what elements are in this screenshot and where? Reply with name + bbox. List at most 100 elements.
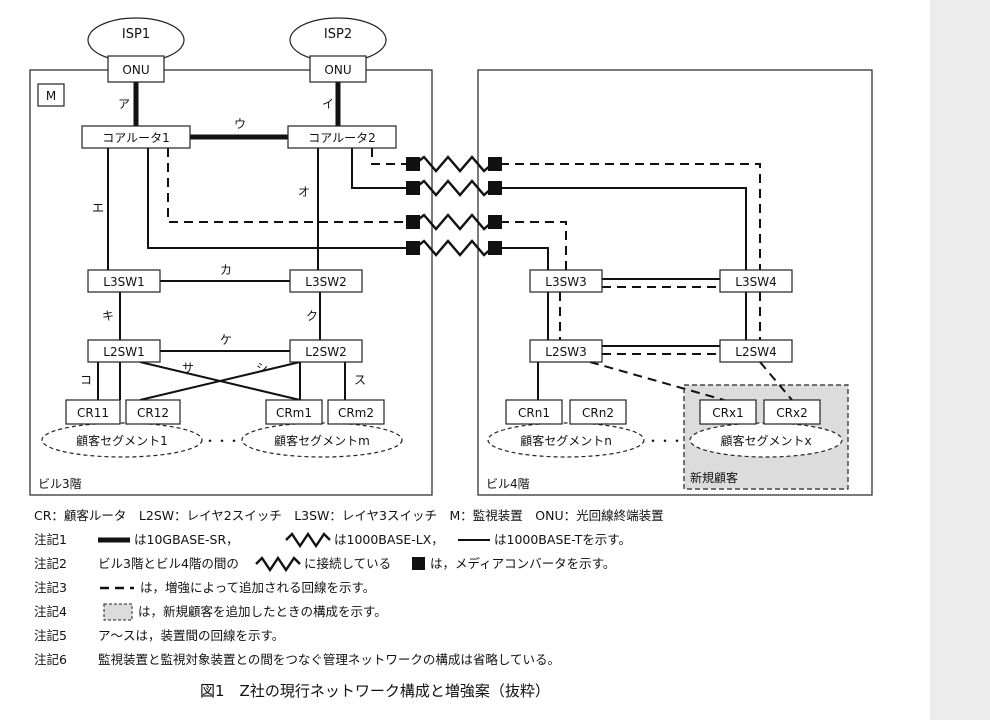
floor-4-label: ビル4階	[486, 476, 530, 491]
building-4f-frame	[477, 69, 873, 496]
segment-1-ellipse	[41, 422, 203, 458]
monitor-label: M	[46, 89, 56, 103]
crn2-box	[569, 399, 627, 425]
link-core1-l3sw3-4f	[500, 247, 549, 270]
onu-2-box	[309, 55, 367, 83]
note-1-part3: は1000BASE-Tを示す。	[494, 532, 631, 547]
line-label-a: ア	[118, 97, 130, 111]
line-shi	[139, 361, 301, 401]
line-label-ko: コ	[80, 373, 92, 387]
segment-ellipsis-4f: ・・・	[647, 434, 683, 448]
cr11-label: CR11	[77, 406, 109, 420]
core-router-2-label: コアルータ2	[308, 131, 376, 145]
cr12-box	[125, 399, 181, 425]
l2sw1-label: L2SW1	[103, 345, 144, 359]
legend-zigzag-icon	[285, 531, 331, 549]
line-label-e: エ	[92, 201, 104, 215]
l3sw2-label: L3SW2	[305, 275, 346, 289]
link-added-core2-4f	[500, 163, 761, 270]
segment-n-label: 顧客セグメントn	[520, 433, 612, 448]
lx-zigzag-3	[414, 213, 493, 231]
link-added-core1	[167, 148, 415, 223]
crm2-label: CRm2	[338, 406, 374, 420]
l2sw4-box	[719, 339, 793, 363]
l3sw4-box	[719, 269, 793, 293]
line-label-i: イ	[322, 97, 334, 111]
monitor-box	[37, 83, 65, 107]
l3sw2-box	[289, 269, 363, 293]
line-label-u: ウ	[234, 117, 246, 131]
legend-shaded-box-icon	[103, 603, 133, 621]
onu-1-box	[107, 55, 165, 83]
crn2-label: CRn2	[582, 406, 614, 420]
right-margin-pane	[930, 0, 990, 720]
line-label-su: ス	[354, 373, 366, 387]
isp2-label: ISP2	[324, 27, 352, 42]
note-5-part1: ア～スは，装置間の回線を示す。	[98, 628, 284, 643]
line-label-o: オ	[298, 185, 310, 199]
l2sw2-label: L2SW2	[305, 345, 346, 359]
note-6-part1: 監視装置と監視対象装置との間をつなぐ管理ネットワークの構成は省略している。	[98, 652, 560, 667]
note-2-label: 注記2	[34, 556, 67, 571]
l2sw3-label: L2SW3	[545, 345, 586, 359]
lx-zigzag-4	[414, 239, 493, 257]
l2sw2-box	[289, 339, 363, 363]
note-4-part1: は，新規顧客を追加したときの構成を示す。	[138, 604, 387, 619]
crx2-box	[763, 399, 821, 425]
crx1-label: CRx1	[712, 406, 743, 420]
crx1-box	[699, 399, 757, 425]
crn1-label: CRn1	[518, 406, 550, 420]
note-2-part3: は，メディアコンバータを示す。	[430, 556, 615, 571]
segment-n-ellipse	[487, 422, 645, 458]
segment-1-label: 顧客セグメント1	[76, 433, 168, 448]
l2sw1-box	[87, 339, 161, 363]
link-added-l2sw4-crx2	[759, 361, 793, 401]
building-3f-frame	[29, 69, 433, 496]
legend-zigzag-icon	[255, 555, 301, 573]
legend-media-converter-icon	[412, 557, 425, 570]
l3sw1-box	[87, 269, 161, 293]
note-1-label: 注記1	[34, 532, 67, 547]
lx-zigzag-1	[414, 155, 493, 173]
media-converter	[488, 157, 502, 171]
crm1-box	[265, 399, 323, 425]
crx2-label: CRx2	[776, 406, 807, 420]
line-label-shi: シ	[256, 361, 268, 375]
floor-3-label: ビル3階	[38, 476, 82, 491]
note-1-part1: は10GBASE-SR，	[134, 532, 239, 547]
new-customer-label: 新規顧客	[690, 470, 738, 485]
note-6-label: 注記6	[34, 652, 67, 667]
link-added-l2sw3-crx1	[589, 361, 725, 401]
note-1-part2: は1000BASE-LX，	[334, 532, 444, 547]
media-converter	[406, 157, 420, 171]
link-added-core1-4f	[500, 221, 567, 270]
media-converter	[406, 181, 420, 195]
media-converter	[488, 181, 502, 195]
onu-2-label: ONU	[324, 63, 351, 77]
line-label-sa: サ	[182, 361, 194, 375]
media-converter	[406, 241, 420, 255]
line-label-ki: キ	[102, 309, 114, 323]
diagram-lines	[29, 69, 873, 496]
legend-text: CR：顧客ルータ L2SW：レイヤ2スイッチ L3SW：レイヤ3スイッチ M：監…	[34, 508, 664, 523]
l3sw4-label: L3SW4	[735, 275, 776, 289]
media-converter	[406, 215, 420, 229]
link-core2-l3sw4-4f	[500, 187, 747, 270]
link-core2-l3sw4	[351, 148, 415, 189]
link-core1-l3sw3	[147, 148, 415, 249]
core-router-1-label: コアルータ1	[102, 131, 170, 145]
cr12-label: CR12	[137, 406, 169, 420]
line-label-ku: ク	[306, 309, 318, 323]
link-added-core2	[371, 148, 415, 165]
note-5-label: 注記5	[34, 628, 67, 643]
crn1-box	[505, 399, 563, 425]
core-router-1-box	[81, 125, 191, 149]
core-router-2-box	[287, 125, 397, 149]
l3sw3-box	[529, 269, 603, 293]
segment-ellipsis-3f: ・・・	[204, 434, 240, 448]
note-2-part2: に接続している	[304, 556, 391, 571]
l2sw4-label: L2SW4	[735, 345, 776, 359]
lx-zigzag-2	[414, 179, 493, 197]
media-converter	[488, 215, 502, 229]
